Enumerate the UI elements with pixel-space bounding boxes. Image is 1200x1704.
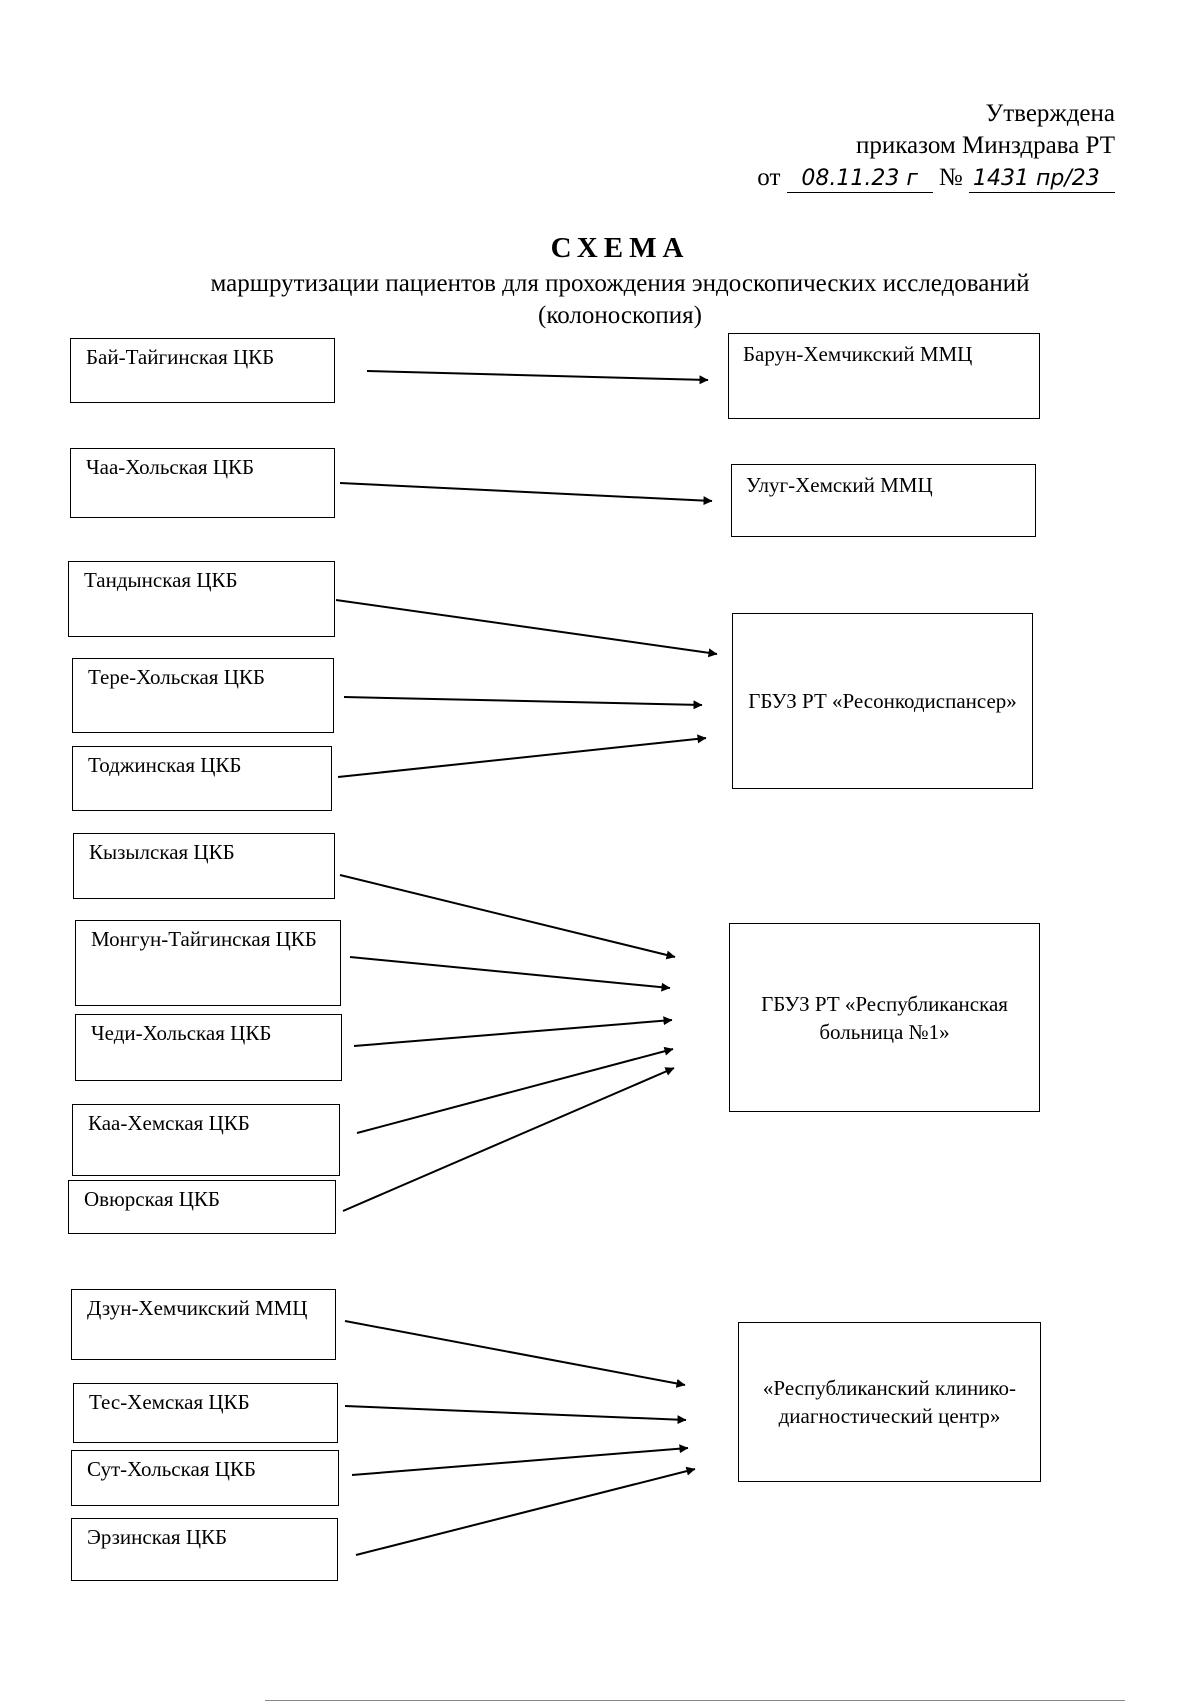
handwritten-date: 08.11.23 г (786, 166, 933, 193)
approval-line-1: Утверждена (985, 100, 1115, 127)
arrow-kaa-khem (356, 1046, 674, 1134)
source-box-ovyur: Овюрская ЦКБ (68, 1180, 336, 1234)
arrow-chedi-khol (353, 1016, 673, 1047)
destination-box-republican-hospital-1: ГБУЗ РТ «Республиканская больница №1» (729, 923, 1040, 1112)
approval-block: Утверждена приказом Минздрава РТ от 08.1… (757, 98, 1115, 194)
approval-line-2: приказом Минздрава РТ (856, 132, 1115, 159)
arrow-mongun-taiga (349, 956, 671, 992)
subtitle-line-2: (колоноскопия) (538, 302, 702, 329)
source-box-chedi-khol: Чеди-Хольская ЦКБ (75, 1014, 342, 1081)
footer-rule (265, 1700, 1125, 1701)
document-subtitle: маршрутизации пациентов для прохождения … (0, 268, 1200, 332)
source-box-kyzyl: Кызылская ЦКБ (73, 833, 335, 899)
arrow-dzun-khemchik (344, 1320, 686, 1388)
destination-box-clinical-diagnostic-center: «Республиканский клинико-диагностический… (738, 1322, 1041, 1482)
source-box-sut-khol: Сут-Хольская ЦКБ (71, 1450, 339, 1506)
source-box-mongun-taiga: Монгун-Тайгинская ЦКБ (75, 920, 341, 1006)
source-box-chaa-khol: Чаа-Хольская ЦКБ (70, 448, 335, 518)
arrow-ovyur (342, 1067, 675, 1212)
arrow-tere-khol (343, 696, 703, 710)
arrow-tes-khem (344, 1405, 687, 1425)
approval-number-prefix: № (938, 164, 963, 191)
arrow-chaa-khol (339, 482, 713, 506)
handwritten-order-number: 1431 пр/23 (969, 166, 1115, 193)
arrow-bai-taiga (366, 370, 709, 385)
arrow-kyzyl (339, 874, 676, 960)
source-box-tes-khem: Тес-Хемская ЦКБ (73, 1383, 338, 1443)
source-box-kaa-khem: Каа-Хемская ЦКБ (72, 1104, 340, 1176)
destination-box-ulug-khem: Улуг-Хемский ММЦ (731, 464, 1036, 537)
subtitle-line-1: маршрутизации пациентов для прохождения … (210, 270, 1030, 297)
source-box-dzun-khemchik: Дзун-Хемчикский ММЦ (71, 1289, 336, 1360)
arrow-todzha (337, 734, 707, 778)
approval-line-3: от 08.11.23 г № 1431 пр/23 (757, 162, 1115, 194)
source-box-tandy: Тандынская ЦКБ (68, 561, 335, 637)
arrow-tandy (335, 599, 718, 658)
destination-box-barun-khemchik: Барун-Хемчикский ММЦ (728, 333, 1040, 419)
document-title: СХЕМА (550, 232, 690, 264)
source-box-bai-taiga: Бай-Тайгинская ЦКБ (70, 338, 335, 403)
arrow-erzin (355, 1466, 696, 1556)
source-box-tere-khol: Тере-Хольская ЦКБ (72, 658, 334, 733)
source-box-erzin: Эрзинская ЦКБ (71, 1518, 338, 1581)
arrow-sut-khol (351, 1444, 689, 1476)
destination-box-oncology: ГБУЗ РТ «Ресонкодиспансер» (732, 613, 1033, 789)
source-box-todzha: Тоджинская ЦКБ (72, 746, 332, 811)
approval-from-prefix: от (757, 164, 781, 191)
